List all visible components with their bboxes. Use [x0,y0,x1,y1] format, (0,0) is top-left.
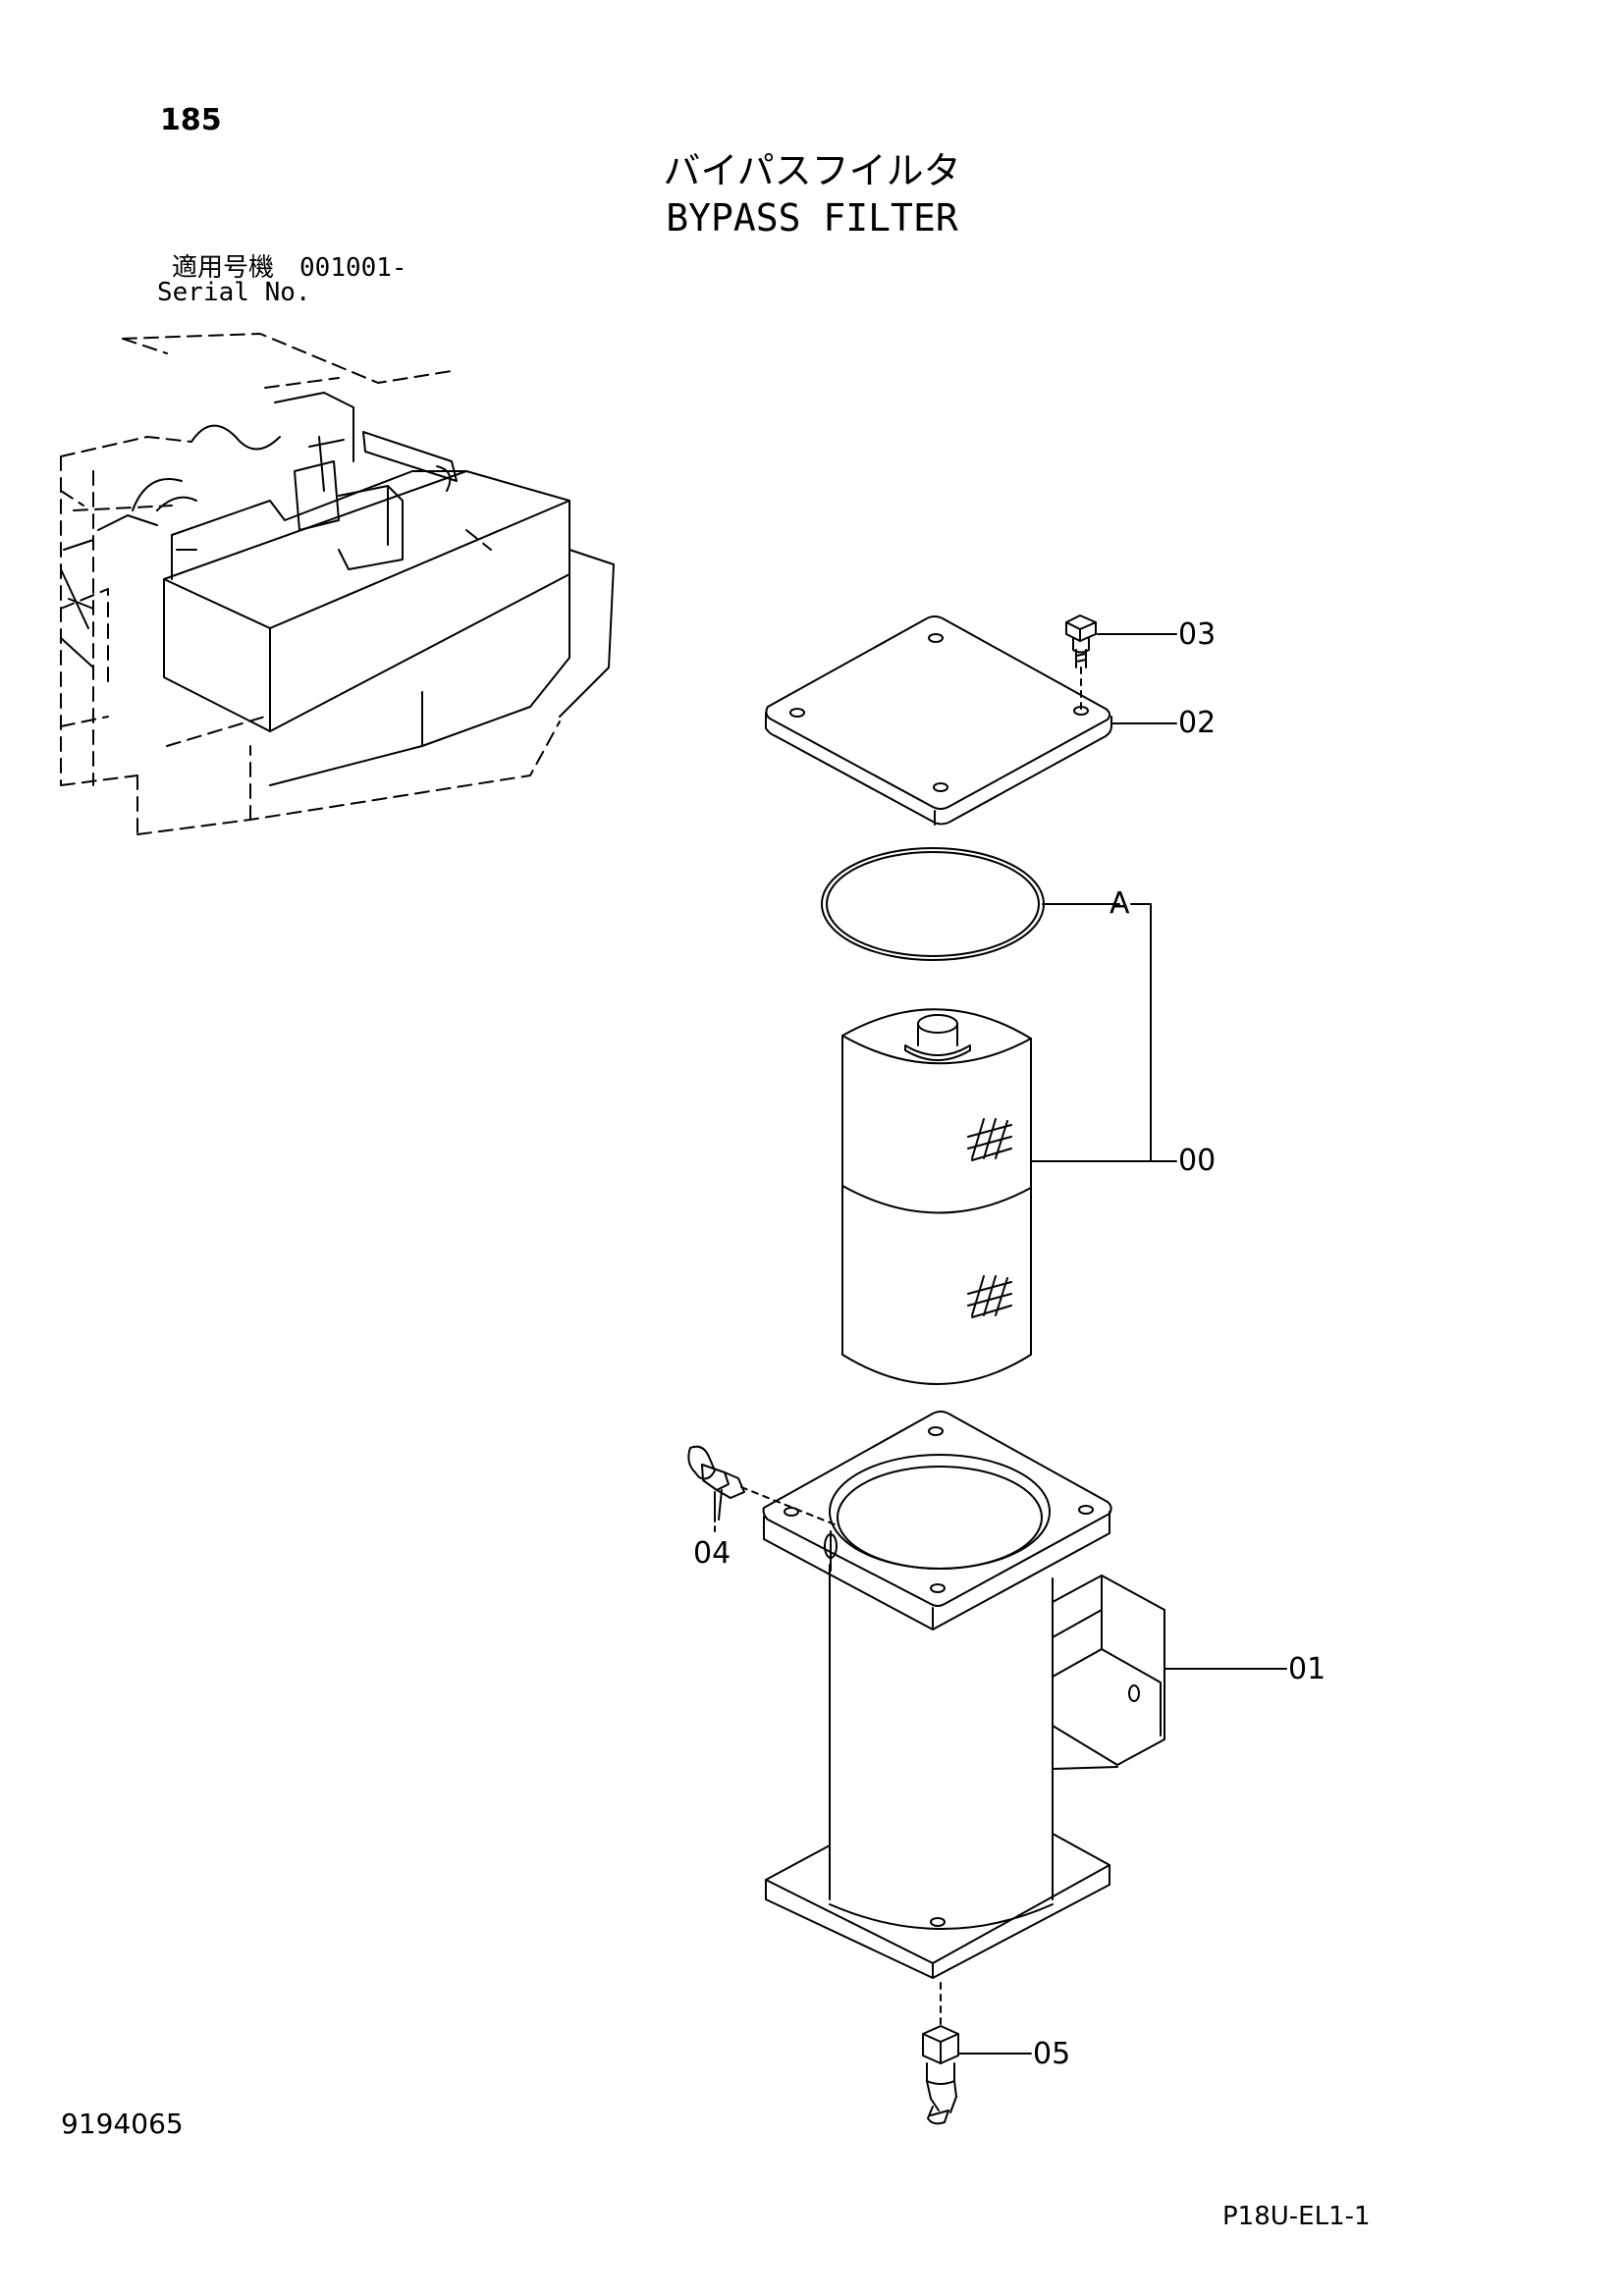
serial-label-japanese: 適用号機 001001- [172,255,407,281]
callout-01: 01 [1288,1652,1326,1686]
machine-locator-sketch [60,333,615,835]
page-number: 185 [160,103,222,137]
callout-a: A [1110,886,1130,921]
o-ring [821,847,1152,1162]
cover-plate-part-02 [765,615,1177,826]
bolt-part-03 [1065,614,1177,710]
serial-value: 001001- [299,253,407,283]
callout-03: 03 [1178,617,1217,652]
document-id: 9194065 [61,2108,184,2140]
title-english: BYPASS FILTER [666,196,958,240]
serial-label-jp-text: 適用号機 [172,253,275,283]
serial-label-english: Serial No. [157,278,311,307]
callout-05: 05 [1033,2037,1071,2071]
filter-element [841,1008,1177,1385]
sheet-id: P18U-EL1-1 [1222,2202,1371,2231]
fitting-part-04 [687,1445,840,1532]
callout-04: 04 [693,1536,731,1571]
title-japanese: バイパスフイルタ [663,149,961,192]
callout-02: 02 [1178,706,1217,740]
drain-fitting-part-05 [922,1982,1032,2125]
housing-part-01 [762,1411,1287,1979]
callout-00: 00 [1178,1144,1217,1178]
